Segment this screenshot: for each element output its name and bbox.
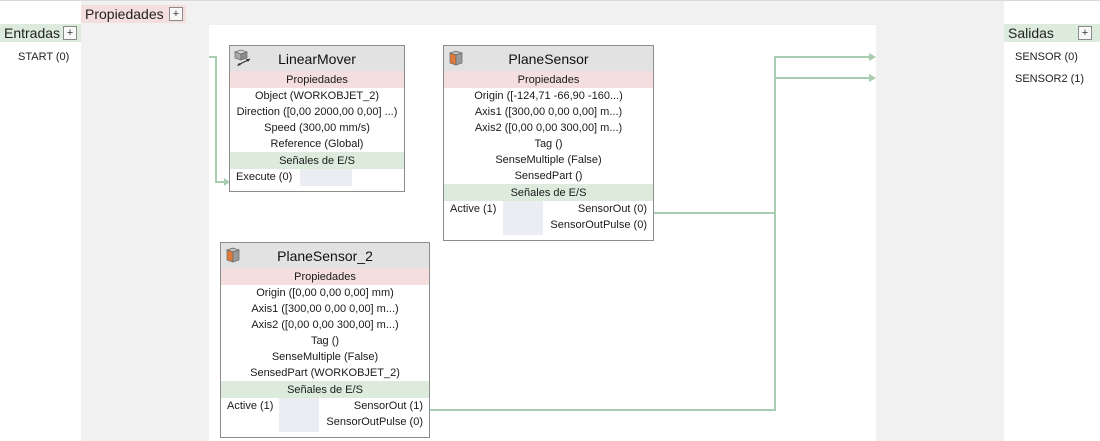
planesensor2-prop-axis2[interactable]: Axis2 ([0,00 0,00 300,00] m...) xyxy=(251,319,399,331)
linearmover-properties-header: Propiedades xyxy=(230,71,404,88)
planesensor2-block[interactable]: PlaneSensor_2 Propiedades Origin ([0,00 … xyxy=(220,242,430,438)
planesensor-title: PlaneSensor xyxy=(508,50,589,67)
outputs-title: Salidas xyxy=(1008,25,1054,41)
plane-sensor-icon xyxy=(225,247,241,263)
linearmover-prop-object[interactable]: Object (WORKOBJET_2) xyxy=(254,90,380,102)
planesensor-prop-axis1[interactable]: Axis1 ([300,00 0,00 0,00] m...) xyxy=(474,106,623,118)
planesensor2-io-header: Señales de E/S xyxy=(221,381,429,398)
plane-sensor-icon xyxy=(448,50,464,66)
linearmover-title: LinearMover xyxy=(278,50,356,67)
linearmover-io-header: Señales de E/S xyxy=(230,152,404,169)
wire-start-to-execute xyxy=(209,56,224,183)
linearmover-prop-speed[interactable]: Speed (300,00 mm/s) xyxy=(264,122,370,134)
planesensor-properties-header: Propiedades xyxy=(444,71,653,88)
properties-title: Propiedades xyxy=(85,6,164,22)
planesensor-input-active[interactable]: Active (1) xyxy=(450,203,497,215)
top-border xyxy=(0,0,1100,1)
output-sensor[interactable]: SENSOR (0) xyxy=(1015,51,1078,63)
planesensor-title-bar[interactable]: PlaneSensor xyxy=(444,46,653,71)
linearmover-title-bar[interactable]: LinearMover xyxy=(230,46,404,71)
outputs-header: Salidas xyxy=(1004,24,1100,42)
properties-header: Propiedades xyxy=(81,5,186,23)
planesensor2-title: PlaneSensor_2 xyxy=(277,247,373,264)
planesensor2-io-gap xyxy=(279,398,319,432)
linearmover-prop-reference[interactable]: Reference (Global) xyxy=(270,138,364,150)
inputs-column xyxy=(0,0,81,441)
planesensor2-title-bar[interactable]: PlaneSensor_2 xyxy=(221,243,429,268)
input-start[interactable]: START (0) xyxy=(18,51,70,63)
planesensor2-prop-sensemultiple[interactable]: SenseMultiple (False) xyxy=(271,351,379,363)
planesensor2-io-area: Active (1) SensorOut (1) SensorOutPulse … xyxy=(221,398,429,433)
linearmover-io-gap xyxy=(300,169,352,186)
planesensor2-input-active[interactable]: Active (1) xyxy=(227,400,274,412)
output-sensor2[interactable]: SENSOR2 (1) xyxy=(1015,73,1085,85)
planesensor2-prop-tag[interactable]: Tag () xyxy=(310,335,340,347)
add-input-button[interactable]: + xyxy=(63,26,77,40)
planesensor2-properties-header: Propiedades xyxy=(221,268,429,285)
outputs-column xyxy=(1004,0,1100,441)
arrow-sensor xyxy=(869,53,876,61)
canvas-top-strip xyxy=(209,0,876,25)
planesensor-prop-sensedpart[interactable]: SensedPart () xyxy=(514,170,583,182)
linearmover-prop-direction[interactable]: Direction ([0,00 2000,00 0,00] ...) xyxy=(236,106,398,118)
planesensor2-prop-sensedpart[interactable]: SensedPart (WORKOBJET_2) xyxy=(250,367,400,379)
inputs-title: Entradas xyxy=(4,25,61,41)
planesensor-output-sensoroutpulse[interactable]: SensorOutPulse (0) xyxy=(550,219,647,231)
planesensor-io-area: Active (1) SensorOut (0) SensorOutPulse … xyxy=(444,201,653,236)
planesensor-prop-sensemultiple[interactable]: SenseMultiple (False) xyxy=(495,154,602,166)
add-output-button[interactable]: + xyxy=(1078,26,1092,40)
planesensor-prop-axis2[interactable]: Axis2 ([0,00 0,00 300,00] m...) xyxy=(474,122,623,134)
linearmover-block[interactable]: LinearMover Propiedades Object (WORKOBJE… xyxy=(229,45,405,192)
planesensor2-output-sensoroutpulse[interactable]: SensorOutPulse (0) xyxy=(326,416,423,428)
linear-mover-icon xyxy=(233,49,251,66)
planesensor2-prop-origin[interactable]: Origin ([0,00 0,00 0,00] mm) xyxy=(256,287,394,299)
planesensor-io-header: Señales de E/S xyxy=(444,184,653,201)
planesensor-io-gap xyxy=(503,201,543,235)
planesensor2-prop-axis1[interactable]: Axis1 ([300,00 0,00 0,00] m...) xyxy=(251,303,399,315)
inputs-header: Entradas xyxy=(0,24,81,42)
planesensor2-output-sensorout[interactable]: SensorOut (1) xyxy=(353,400,423,412)
linearmover-input-execute[interactable]: Execute (0) xyxy=(236,171,293,183)
planesensor-output-sensorout[interactable]: SensorOut (0) xyxy=(577,203,647,215)
add-property-button[interactable]: + xyxy=(169,7,183,21)
arrow-sensor2 xyxy=(869,74,876,82)
planesensor-prop-tag[interactable]: Tag () xyxy=(534,138,563,150)
canvas-right-strip xyxy=(876,0,1004,441)
linearmover-io-area: Execute (0) xyxy=(230,169,404,187)
planesensor-prop-origin[interactable]: Origin ([-124,71 -66,90 -160...) xyxy=(474,90,623,102)
planesensor-block[interactable]: PlaneSensor Propiedades Origin ([-124,71… xyxy=(443,45,654,241)
properties-column xyxy=(81,0,209,441)
wire-sensorout-to-sensor xyxy=(654,56,870,214)
